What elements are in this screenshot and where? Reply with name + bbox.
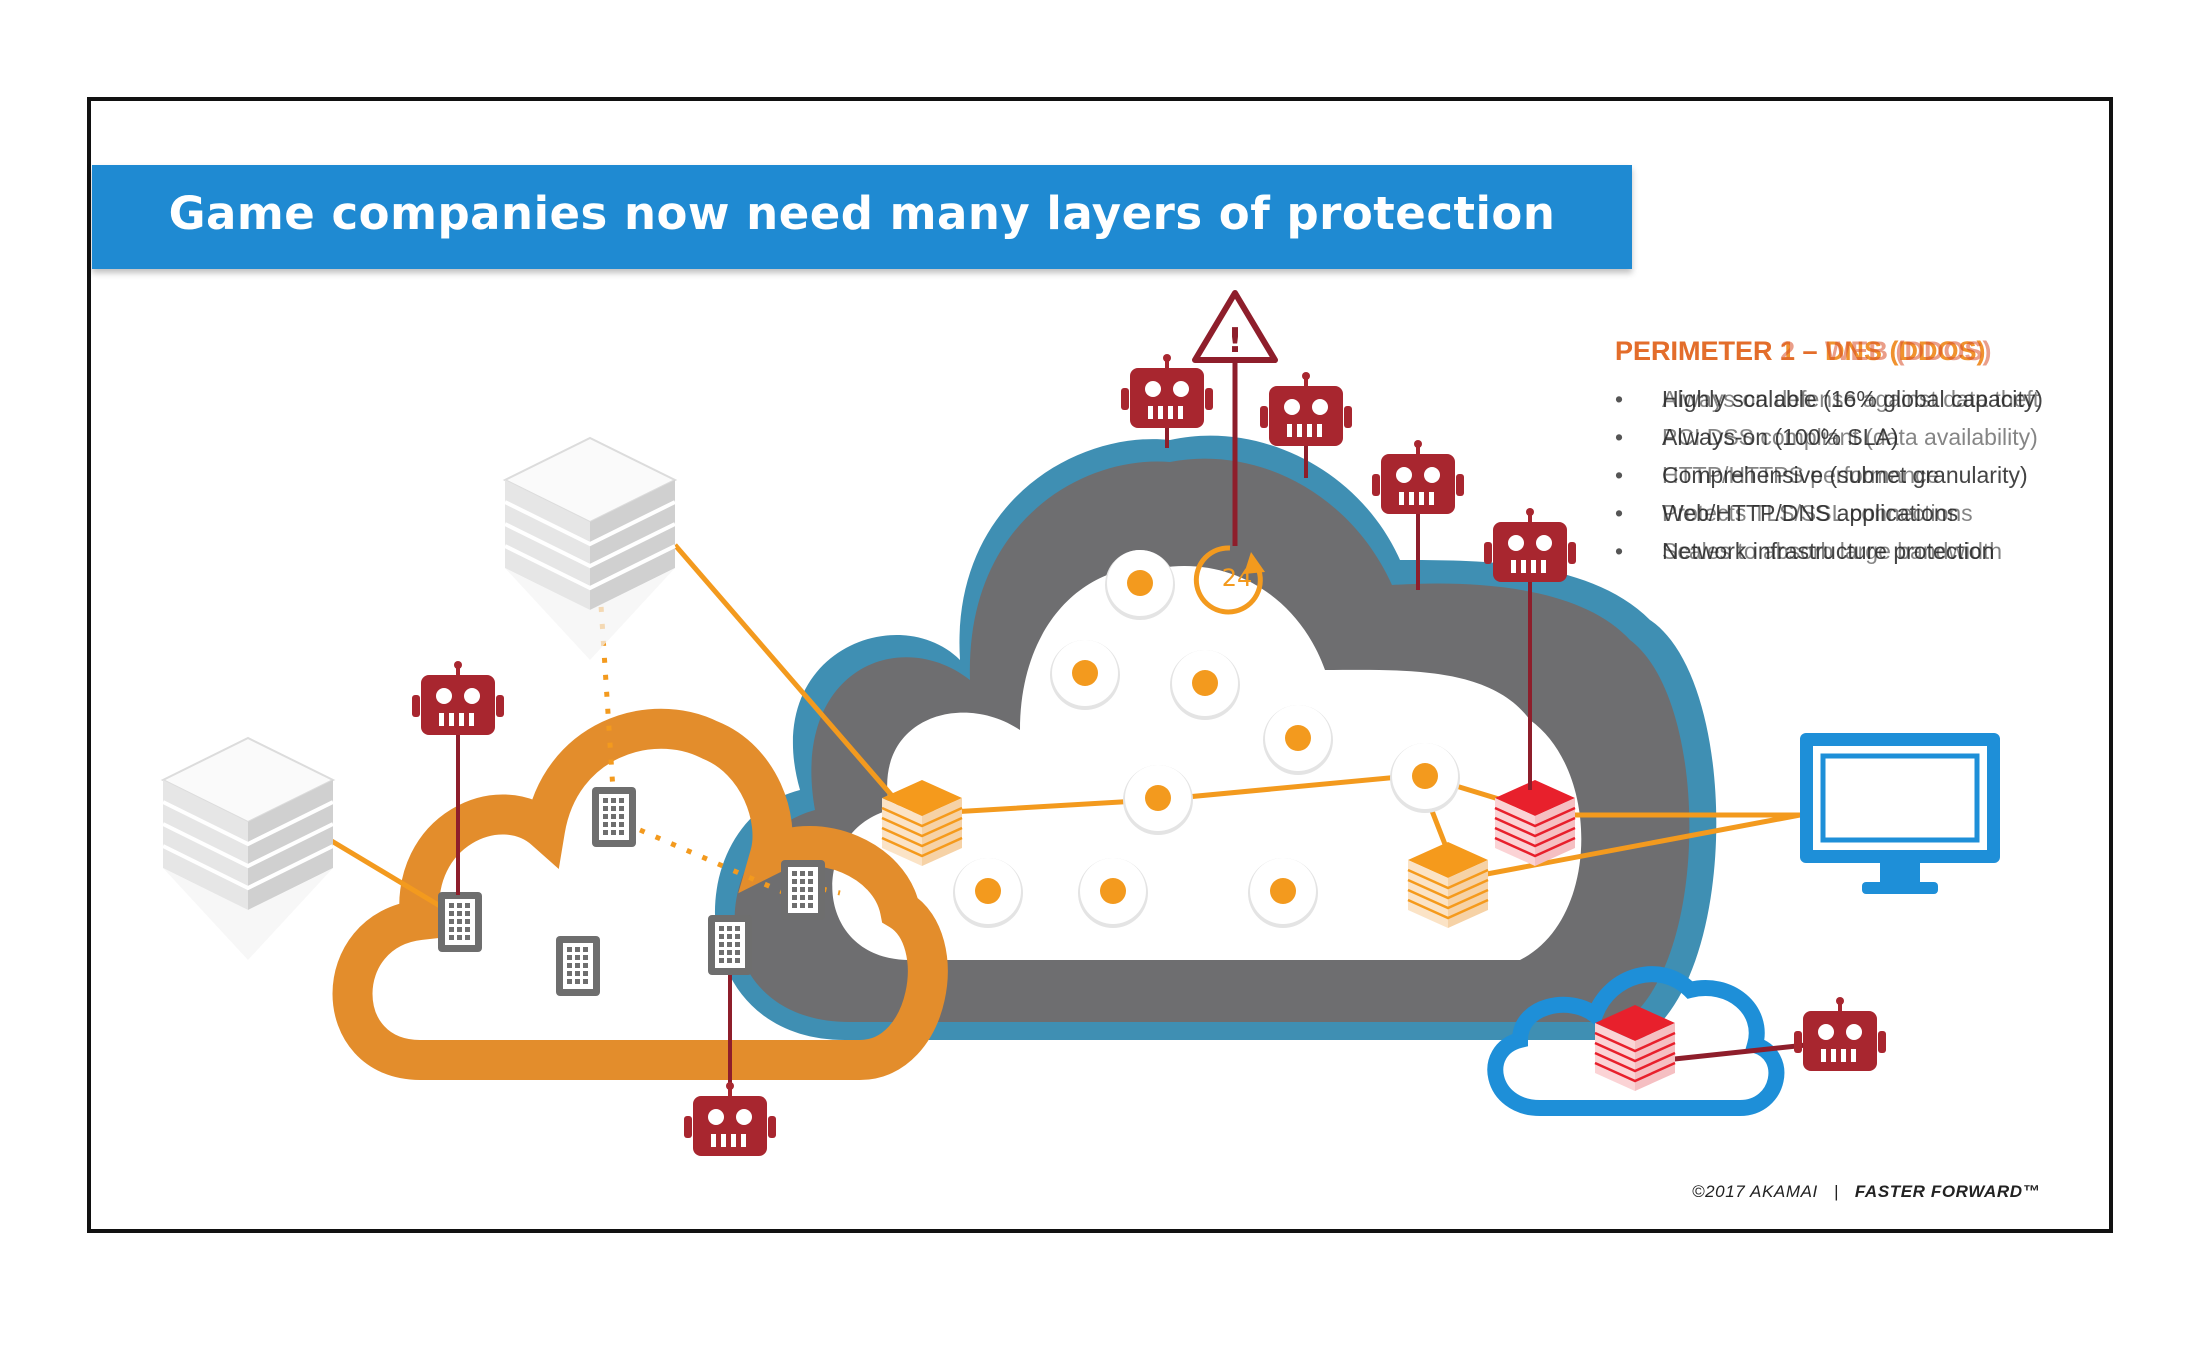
monitor-icon: [1800, 733, 2000, 894]
list-item: • Highly scalable (16% global capacity)Al…: [1615, 385, 2115, 423]
cache-stack-orange: [1406, 840, 1490, 930]
bullet-overlay-text: PCI DSS compliant (data availability): [1662, 424, 2038, 450]
edge-node: [1390, 743, 1460, 813]
bot-icon: [410, 659, 506, 737]
footer: ©2017 AKAMAI | FASTER FORWARD™: [1692, 1182, 2040, 1202]
origin-server-top: [503, 436, 677, 662]
main-cloud: [714, 435, 1717, 1040]
bullet-text: Web/HTTP/DNS applications: [1662, 500, 1959, 526]
page-title: Game companies now need many layers of p…: [168, 187, 1556, 240]
bot-icon: [1119, 352, 1215, 430]
bullet-dot: •: [1615, 386, 1624, 412]
edge-node: [1050, 640, 1120, 710]
bullet-text: Always-on (100% SLA): [1662, 424, 1899, 450]
bullet-overlay-text: Always-on defense against data theft: [1662, 386, 2040, 412]
edge-node: [953, 858, 1023, 928]
perimeter-heading: PERIMETER 1 – DNS (DDOS) PERIMETER 2 – W…: [1615, 336, 2115, 367]
blue-cloud: [1487, 966, 1785, 1116]
bullet-text: Highly scalable (16% global capacity): [1662, 386, 2043, 412]
perimeter-bullet-list: •Highly scalable (16% global capacity)Al…: [1615, 385, 2115, 575]
building-icon: [438, 892, 482, 952]
origin-server-left: [161, 736, 335, 962]
bot-icon: [1258, 370, 1354, 448]
edge-node: [1123, 765, 1193, 835]
edge-node: [1105, 550, 1175, 620]
building-icon: [708, 915, 752, 975]
bot-icon: [682, 1080, 778, 1158]
building-icon: [556, 936, 600, 996]
badge-24-label: 24: [1222, 564, 1253, 592]
bullet-dot: •: [1615, 538, 1624, 564]
bot-icon: [1792, 995, 1888, 1073]
warning-mark: !: [1227, 321, 1243, 361]
refresh-24-icon: 24: [1193, 545, 1265, 615]
bullet-dot: •: [1615, 462, 1624, 488]
building-icon: [781, 860, 825, 920]
bullet-overlay-text: HTTP/HTTPS performance: [1662, 462, 1940, 488]
warning-triangle-icon: !: [1192, 290, 1278, 546]
origin-stack-red: [1593, 1003, 1677, 1093]
building-icon: [592, 787, 636, 847]
title-banner: Game companies now need many layers of p…: [92, 165, 1632, 269]
bullet-dot: •: [1615, 500, 1624, 526]
bullet-overlay-text: Protects TLS/SSL connections: [1662, 500, 1973, 526]
edge-node: [1263, 705, 1333, 775]
brand-tagline: FASTER FORWARD™: [1854, 1182, 2041, 1201]
perimeter-heading-text: PERIMETER 1 – DNS (DDOS): [1615, 336, 1986, 366]
bot-icon: [1482, 506, 1578, 584]
bullet-dot: •: [1615, 424, 1624, 450]
list-item: • Comprehensive (subnet granularity)HTTP/…: [1615, 461, 2115, 499]
bullet-text: Network infrastructure protection: [1662, 538, 1995, 564]
bot-poles: [456, 428, 1532, 1100]
perimeter-panel: PERIMETER 1 – DNS (DDOS) PERIMETER 2 – W…: [1615, 336, 2115, 575]
edge-node: [1248, 858, 1318, 928]
edge-node: [1170, 650, 1240, 720]
connection-lines: [328, 543, 1801, 918]
orange-cloud: [332, 708, 948, 1080]
bot-icon: [1370, 438, 1466, 516]
bullet-overlay-text: Scales to absorb large bandwidth: [1662, 538, 2003, 564]
bullet-text: Comprehensive (subnet granularity): [1662, 462, 2028, 488]
footer-separator: |: [1833, 1182, 1839, 1201]
edge-node: [1078, 858, 1148, 928]
copyright-text: ©2017 AKAMAI: [1692, 1182, 1818, 1201]
perimeter-heading-overlay: PERIMETER 2 – WEB (DDOS): [1615, 336, 1992, 366]
origin-stack-red: [1493, 778, 1577, 868]
cache-stack-orange: [880, 778, 964, 868]
list-item: • Always-on (100% SLA)PCI DSS compliant (…: [1615, 423, 2115, 461]
